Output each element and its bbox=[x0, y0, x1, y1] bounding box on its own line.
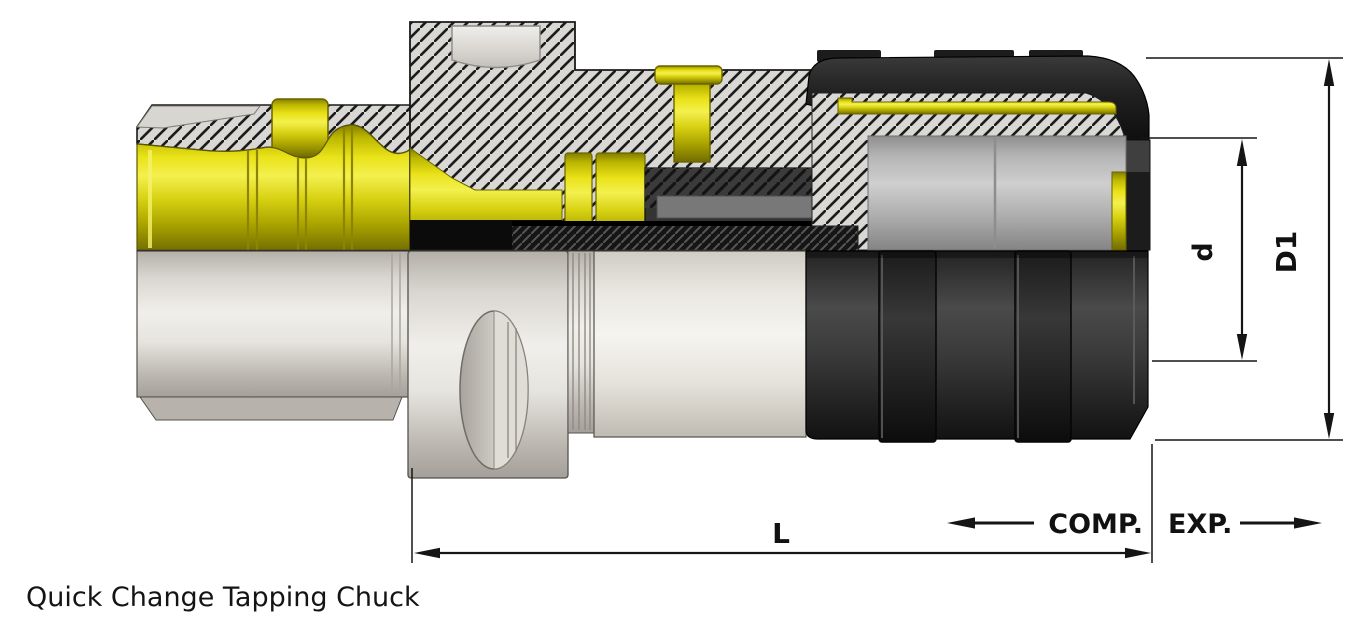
left-cylinder-chamfer bbox=[139, 396, 403, 421]
dim-d1 bbox=[1323, 59, 1335, 439]
left-cylinder bbox=[136, 250, 411, 398]
comp-arrow bbox=[947, 517, 1034, 529]
yellow-seal-strip bbox=[837, 97, 1117, 115]
yellow-front-strip bbox=[1111, 171, 1127, 251]
dim-d bbox=[1236, 139, 1248, 360]
section-top-half bbox=[136, 21, 918, 253]
ring-lines bbox=[572, 253, 591, 430]
collet-nut-section bbox=[805, 50, 1151, 251]
yellow-groove-lines bbox=[246, 128, 354, 250]
tap-bore-cylinder bbox=[867, 135, 1127, 251]
nut-exterior bbox=[805, 250, 1149, 440]
yellow-clamp-body bbox=[136, 124, 411, 253]
yellow-pin-head bbox=[654, 65, 723, 85]
nut-front-black bbox=[1126, 172, 1150, 250]
dim-label-d1: D1 bbox=[1270, 231, 1303, 274]
drive-slot-face bbox=[493, 310, 529, 470]
shank-flange-face bbox=[136, 105, 261, 129]
set-screw-insert bbox=[451, 25, 541, 69]
mid-cylinder bbox=[593, 250, 807, 438]
yellow-pin-stem bbox=[673, 77, 711, 163]
dim-label-l: L bbox=[772, 517, 790, 550]
yellow-tube bbox=[271, 98, 329, 158]
nut-top-shadow bbox=[806, 251, 1148, 258]
nut-rib-1 bbox=[878, 250, 937, 443]
dimension-annotations bbox=[411, 57, 1343, 563]
nut-rib-2 bbox=[1014, 250, 1072, 443]
thread-band-top bbox=[512, 221, 858, 229]
extension-lines bbox=[411, 57, 1343, 563]
comp-label: COMP. bbox=[1048, 509, 1143, 540]
nut-rib-highlights bbox=[881, 255, 1135, 438]
exterior-bottom-half bbox=[136, 249, 1149, 479]
dim-label-d: d bbox=[1188, 242, 1219, 261]
thread-band bbox=[512, 226, 858, 252]
exp-label: EXP. bbox=[1168, 509, 1232, 540]
exp-arrow bbox=[1240, 517, 1322, 529]
drawing-caption: Quick Change Tapping Chuck bbox=[26, 582, 420, 613]
dim-l bbox=[414, 547, 1151, 559]
